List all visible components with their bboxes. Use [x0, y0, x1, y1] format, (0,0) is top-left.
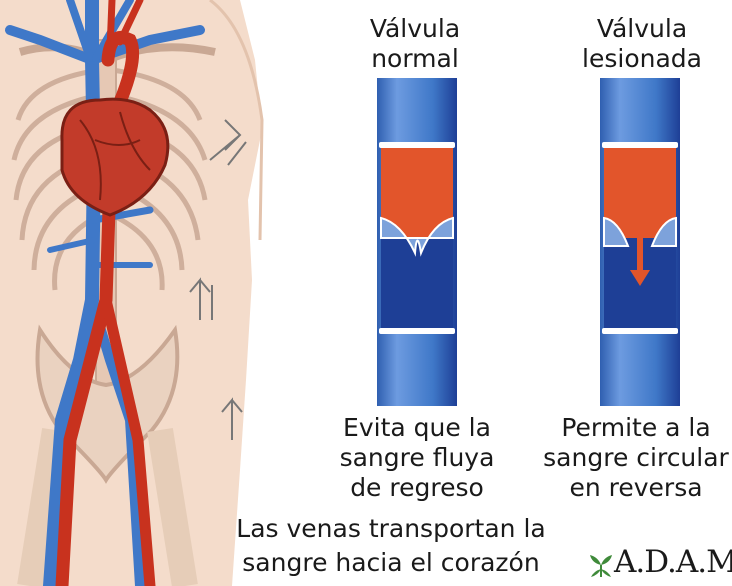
damaged-valve-caption: Permite a la sangre circular en reversa [536, 413, 732, 503]
veins-caption: Las venas transportan la sangre hacia el… [226, 512, 556, 580]
adam-logo: A.D.A.M. [588, 543, 728, 581]
leaf-icon [588, 553, 614, 579]
normal-valve-title: Válvula normal [330, 14, 500, 74]
damaged-valve-illustration [594, 78, 686, 406]
damaged-valve-title: Válvula lesionada [557, 14, 727, 74]
anatomy-illustration [0, 0, 300, 586]
logo-wordmark: A.D.A.M. [614, 543, 732, 581]
normal-valve-illustration [371, 78, 463, 406]
valve-chamber-lower [381, 238, 453, 330]
normal-valve-caption: Evita que la sangre fluya de regreso [322, 413, 512, 503]
